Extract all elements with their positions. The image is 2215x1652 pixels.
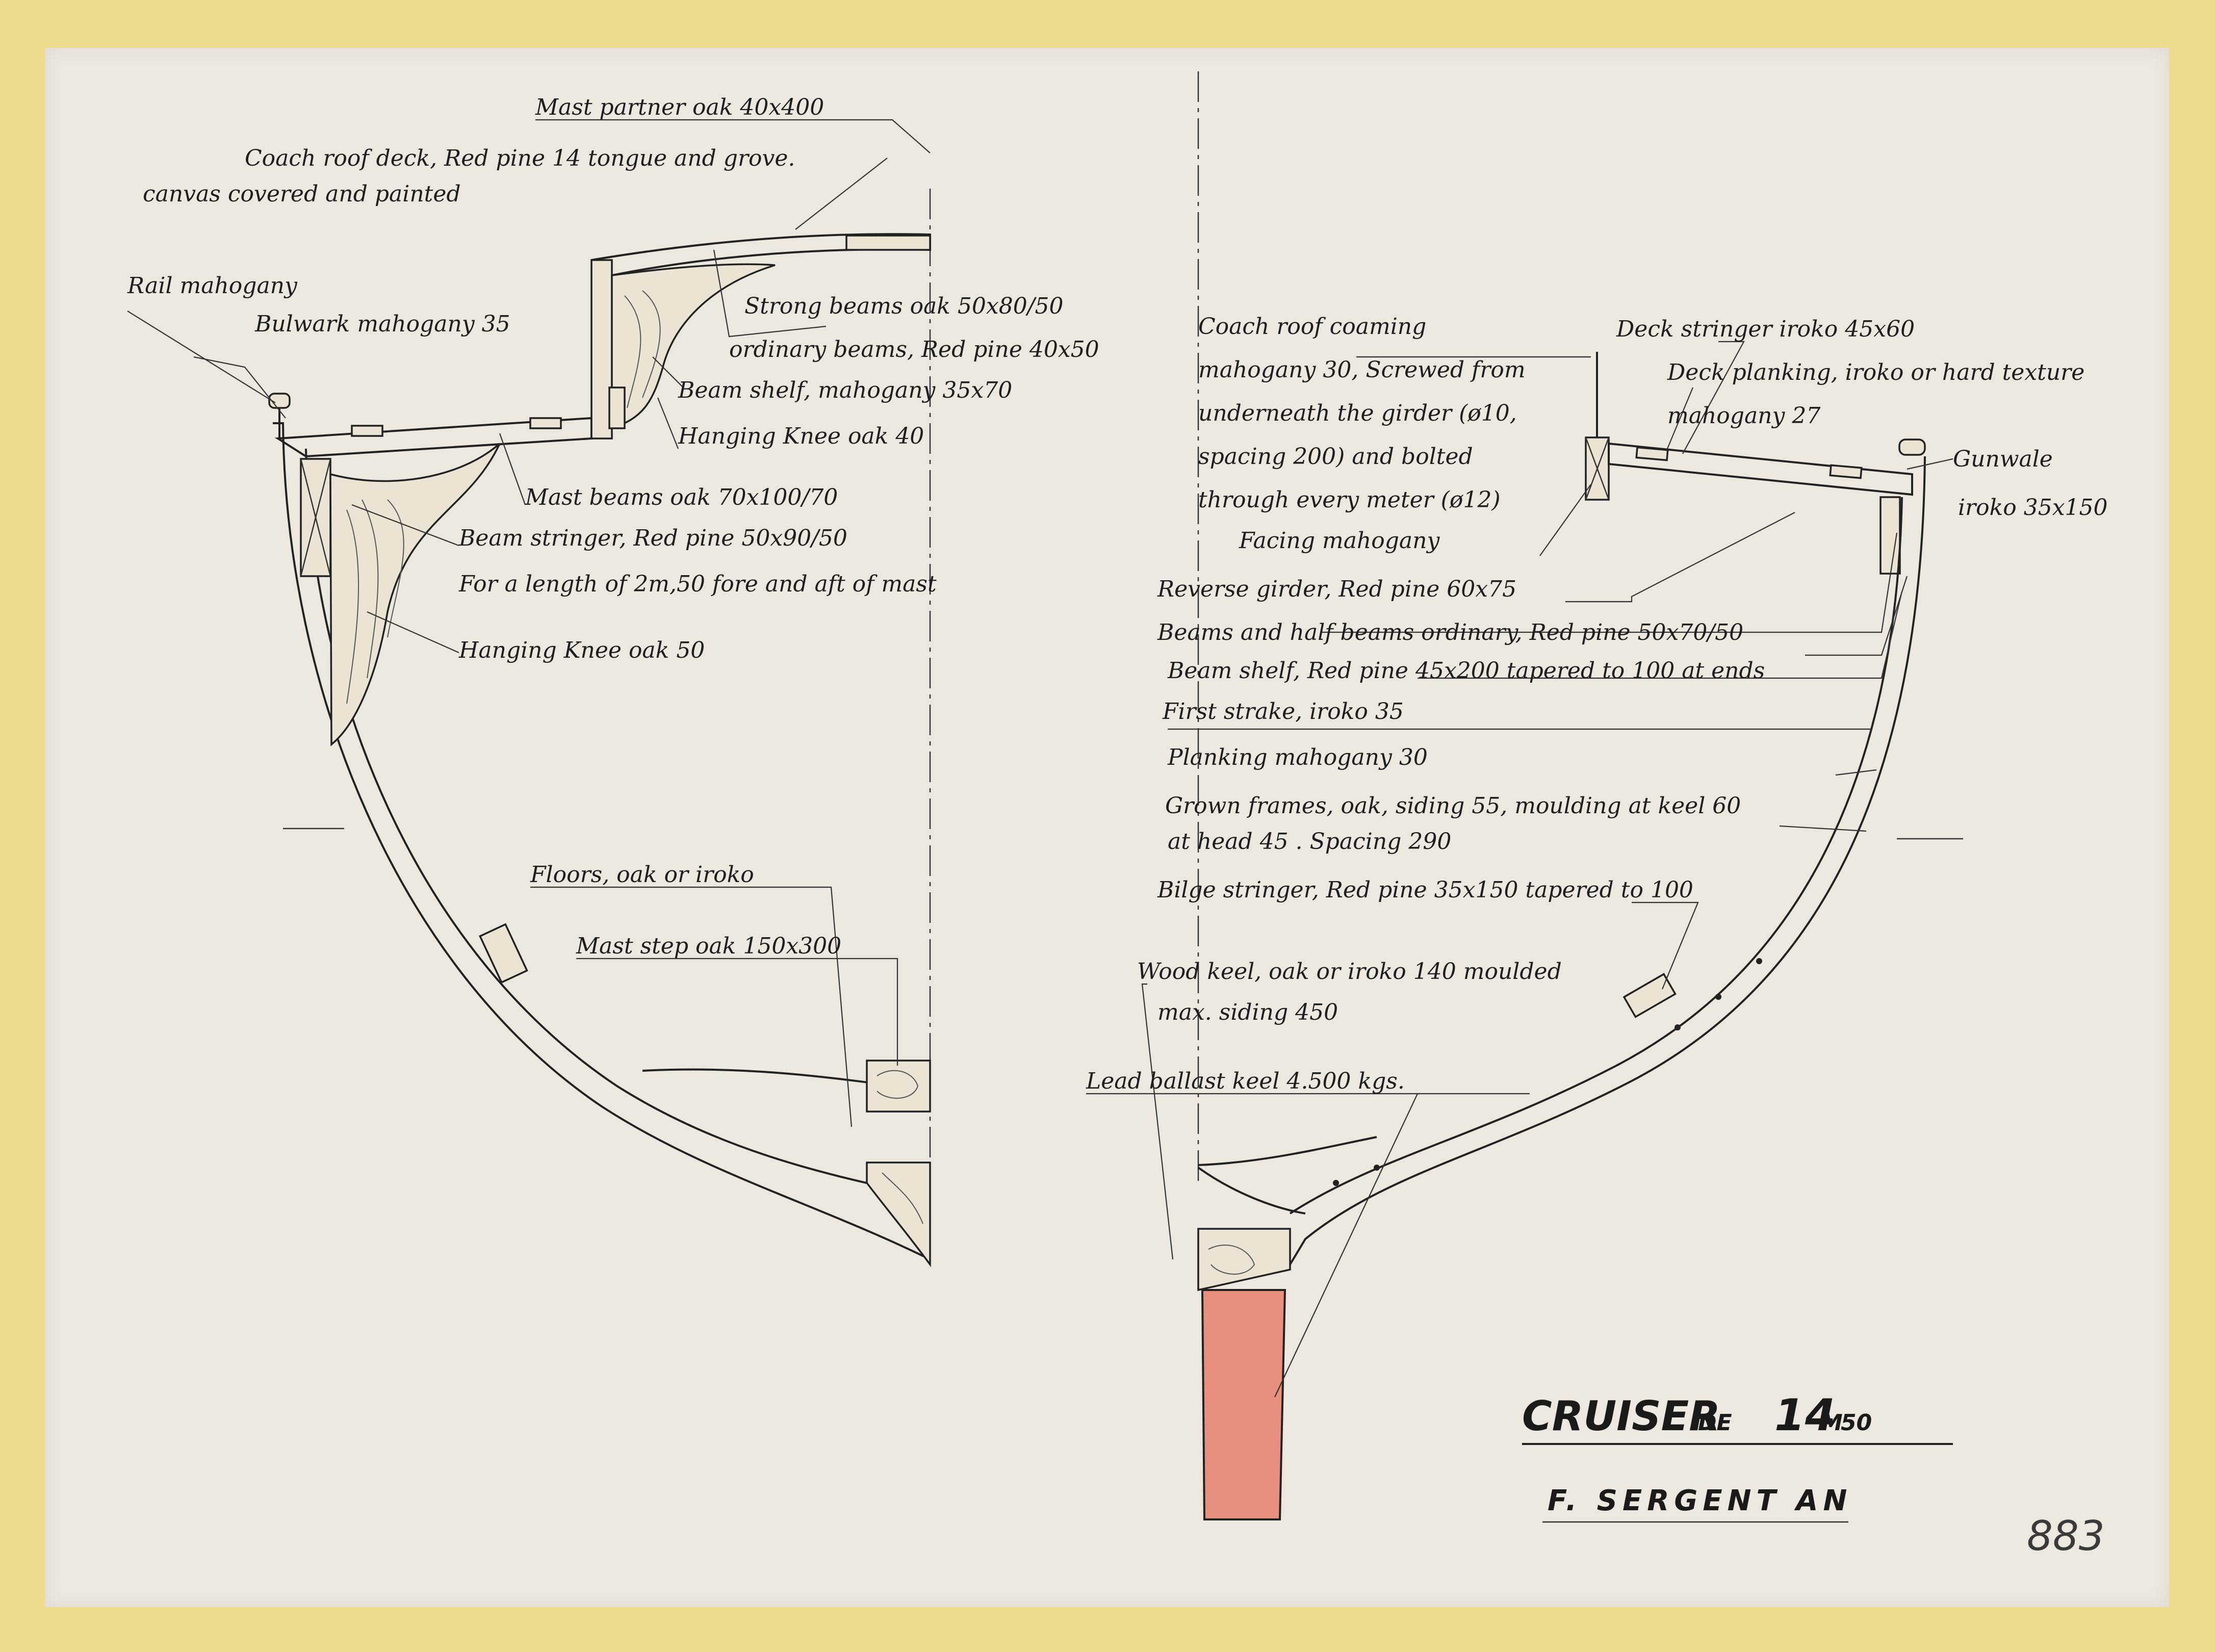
title-name: CRUISER [1522,1392,1720,1440]
label-deck-planking: Deck planking, iroko or hard texture [1667,359,2084,385]
label-gunwale-2: iroko 35x150 [1958,495,2108,521]
label-lead-ballast: Lead ballast keel 4.500 kgs. [1086,1068,1405,1094]
mast-step-block [866,1060,931,1113]
label-floors: Floors, oak or iroko [530,862,754,888]
label-bilge-stringer: Bilge stringer, Red pine 35x150 tapered … [1157,877,1693,903]
label-hanging-knee-50: Hanging Knee oak 50 [458,637,705,663]
hanging-knee-40-shape [611,263,776,430]
label-wood-keel-2: max. siding 450 [1157,999,1338,1025]
label-coach-roof-deck: Coach roof deck, Red pine 14 tongue and … [245,145,795,171]
left-keel-piece [866,1161,931,1268]
label-rail: Rail mahogany [127,273,298,299]
hanging-knee-50-shape [329,443,501,746]
label-gunwale: Gunwale [1953,446,2053,472]
title-block: CRUISER DE 14 M 50 F. SERGENT AN 883 [1522,1390,2105,1560]
label-length-note: For a length of 2m,50 fore and aft of ma… [458,571,937,597]
label-planking: Planking mahogany 30 [1167,744,1428,770]
title-de: DE [1698,1410,1732,1436]
wood-keel-block [1197,1228,1291,1292]
label-grown-frames-2: at head 45 . Spacing 290 [1168,829,1451,855]
mast-partner-block [845,235,931,251]
label-coaming-5: through every meter (ø12) [1198,487,1501,513]
label-facing: Facing mahogany [1239,528,1440,554]
label-reverse-girder: Reverse girder, Red pine 60x75 [1157,576,1516,602]
label-coaming-4: spacing 200) and bolted [1198,444,1473,470]
left-outer-hull [273,422,931,1260]
right-deck [1608,442,1913,496]
right-outer-hull [1289,456,1926,1266]
designer-name: F. SERGENT AN [1548,1484,1852,1517]
label-mast-beams: Mast beams oak 70x100/70 [525,484,838,510]
title-size-fraction: 50 [1841,1410,1872,1436]
label-bulwark: Bulwark mahogany 35 [254,311,510,337]
label-beam-shelf-right: Beam shelf, Red pine 45x200 tapered to 1… [1167,658,1765,684]
lead-ballast-keel [1201,1289,1286,1520]
leader-lines [127,119,1953,1398]
label-beam-stringer: Beam stringer, Red pine 50x90/50 [458,525,847,551]
labels-left: Mast partner oak 40x400 Coach roof deck,… [127,94,1099,959]
label-mast-partner: Mast partner oak 40x400 [535,94,824,120]
label-coach-roof-coaming: Coach roof coaming [1198,314,1426,340]
floor-block [479,923,528,984]
label-coaming-3: underneath the girder (ø10, [1198,400,1517,426]
label-mast-step: Mast step oak 150x300 [576,933,841,959]
gunwale-section [1898,438,1926,456]
label-beam-shelf-left: Beam shelf, mahogany 35x70 [678,377,1012,403]
label-deck-stringer: Deck stringer iroko 45x60 [1616,316,1915,342]
bilge-stringer-block [1622,973,1677,1018]
label-wood-keel: Wood keel, oak or iroko 140 moulded [1137,959,1562,985]
right-inner-planking [1289,497,1903,1215]
label-coaming-2: mahogany 30, Screwed from [1198,357,1526,383]
label-hanging-knee-40: Hanging Knee oak 40 [678,423,924,449]
label-grown-frames: Grown frames, oak, siding 55, moulding a… [1165,793,1741,819]
label-deck-planking-2: mahogany 27 [1667,403,1820,429]
label-ordinary-beams: ordinary beams, Red pine 40x50 [729,337,1099,363]
title-size-main: 14 [1774,1390,1836,1441]
labels-right: Coach roof coaming mahogany 30, Screwed … [1086,314,2108,1094]
left-beam-shelf [608,386,626,429]
label-first-strake: First strake, iroko 35 [1162,699,1404,725]
catalog-number: 883 [2027,1512,2105,1560]
label-beams-half: Beams and half beams ordinary, Red pine … [1157,620,1743,646]
label-strong-beams: Strong beams oak 50x80/50 [744,293,1064,319]
label-canvas-covered: canvas covered and painted [143,181,461,207]
right-hull-section [1197,352,1926,1520]
title-size-unit: M [1820,1410,1843,1436]
